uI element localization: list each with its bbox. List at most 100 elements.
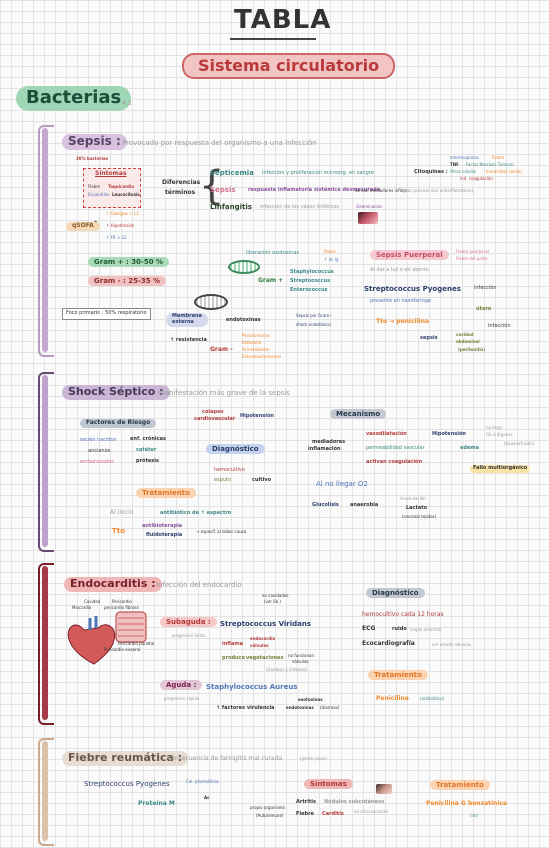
fr-cronicas: enf. crónicas	[130, 436, 166, 442]
fr-cateter: catéter	[136, 447, 157, 453]
heart-lbl-fibroso: pericardio fibroso	[104, 605, 139, 610]
endo-definition: infección del endocardio	[156, 581, 242, 589]
endo-sepsis: Sepsis por Gram -	[296, 313, 332, 318]
endo-cavidad2: (ver lib.)	[264, 599, 281, 604]
citoquinas-label: Citoquinas :	[414, 169, 448, 175]
gn-entero: Enterobacteriaceae	[242, 354, 282, 359]
puerperal-sepsis: sepsis	[420, 335, 438, 341]
subaguda-vegetaciones: vegetaciones	[246, 655, 284, 661]
fiebre-nodulos2: en articulaciones	[354, 809, 389, 814]
crit-fr: ↑ FR > 22	[106, 235, 127, 240]
fiebre-fiebre: Fiebre	[296, 811, 314, 817]
mec-hipo: Hipotensión	[432, 431, 466, 437]
exotoxinas-label: liberación exotoxinas	[246, 250, 300, 256]
fiebre-cel: Cel. plasmáticas	[186, 779, 219, 784]
endo-hemo: hemocultivo cada 12 horas	[362, 611, 444, 618]
membrana-2: externa	[172, 318, 194, 325]
page-subtitle: Sistema circulatorio	[182, 53, 396, 80]
gn-pseudomonas: Pseudomonas	[242, 333, 270, 338]
endo-title: Endocarditis :	[64, 577, 162, 592]
subaguda-valvulas: válvulas	[250, 643, 269, 648]
factores-title: Factores de Riesgo	[80, 419, 157, 428]
shock-lactato2: (necrosis tejidos)	[402, 514, 437, 519]
endo-diag-title: Diagnóstico	[366, 588, 425, 599]
endo-tto-title: Tratamiento	[368, 670, 428, 681]
shock-diag-title: Diagnóstico	[206, 444, 265, 455]
heart-lbl-cavidad: Cavidad	[84, 599, 101, 604]
fr-embarazadas: embarazadas	[80, 459, 114, 465]
fiebre-artritis: Artritis	[296, 799, 316, 805]
endo-shock: shock endotóxico	[296, 322, 331, 327]
puerperal-strep: Streptococcus Pyogenes	[364, 285, 461, 293]
aguda-endo: endotoxinas	[286, 705, 314, 710]
mec-fallo: Fallo multiorgánico	[470, 465, 531, 473]
heart-lbl-parietal: Pericardio parietal	[118, 641, 155, 646]
gram-pos-label: Gram + : 30-50 %	[88, 257, 170, 268]
sepsis-term: Sepsis	[210, 186, 236, 194]
aguda-prog: progresión rápida	[164, 696, 200, 701]
sepsis-def2: de con mediadores inflam.	[355, 188, 409, 193]
gp-strep: Streptococcus	[290, 278, 331, 284]
linfangitis-def2: diseminación	[356, 204, 383, 209]
mec-vaso: vasodilatación	[366, 431, 407, 437]
sepsis-def: respuesta inflamatoria sistémica desmesu…	[248, 187, 381, 193]
puerperal-title: Sepsis Puerperal	[370, 250, 449, 261]
colapso-2: cardiovascular	[194, 416, 236, 422]
sepsis-def3: (gran proceso lisis antiinflamatorio)	[402, 188, 474, 193]
cq-tnf: TNF	[450, 162, 459, 167]
fr-protesis: prótesis	[136, 458, 159, 464]
cq-tnf-d: Factor Necrosis Tumoral	[466, 162, 514, 167]
shock-definition: manifestación más grave de la sepsis	[158, 389, 291, 397]
puerperal-cavidad2: abdominal	[456, 339, 480, 344]
shock-bar	[42, 375, 48, 547]
shock-tto-d: → específ. al saber causa	[196, 529, 247, 534]
fiebre-penicilina: Penicilina G benzatínica	[426, 800, 507, 807]
shock-antib: antibioterapia	[142, 523, 183, 529]
fiebre-im: (im)	[470, 813, 479, 818]
shock-lactato: Lactato	[406, 505, 428, 511]
fiebre-bracket	[38, 738, 54, 846]
subaguda-strep: Streptococcus Viridans	[220, 620, 312, 628]
mecanismo-title: Mecanismo	[330, 409, 387, 420]
mec-edema: edema	[460, 445, 479, 451]
puerperal-def: Al dar a luz o en aborto	[370, 267, 429, 273]
fr-ancianos: ancianos	[88, 448, 111, 454]
heart-illustration	[64, 608, 152, 668]
qsofa-label: qSOFA	[66, 222, 100, 231]
subaguda-nofunc2: válvulas	[292, 659, 309, 664]
puerperal-tto: Tto → penicilina	[376, 318, 430, 325]
puerperal-a: Fiebre puerperal	[456, 249, 489, 254]
fiebre-photo	[376, 784, 392, 794]
shock-glucolisis: Glucolisis	[312, 502, 339, 508]
puerperal-b: Fiebre del parto	[456, 256, 488, 261]
aguda-diarrea: (diarreas)	[320, 705, 340, 710]
puerperal-cavidad: cavidad	[456, 332, 474, 337]
exo-ac: ↑ Ac Ig	[324, 257, 339, 262]
shock-title: Shock Séptico :	[62, 385, 170, 400]
title-underline	[230, 38, 316, 40]
gram-neg-label: Gram - : 25-35 %	[88, 276, 167, 287]
endo-penicilina: Penicilina	[376, 695, 409, 702]
sint-fiebre: Fiebre	[88, 184, 101, 189]
heart-lbl-miocardio: Miocardio	[72, 605, 92, 610]
fiebre-tto-title: Tratamiento	[430, 780, 490, 791]
sepsis-bracket	[38, 125, 54, 357]
shock-cultivo: cultivo	[252, 477, 272, 483]
sint-taquicardia: Taquicardia	[108, 184, 134, 189]
fiebre-ac: Ac	[204, 795, 210, 800]
sintomas-box	[83, 168, 141, 208]
sepsis-title: Sepsis :	[62, 134, 127, 150]
shock-tto-label: Tto	[112, 527, 125, 535]
subaguda-trombos: (trombos y émbolos)	[266, 667, 308, 672]
shock-tto-title: Tratamiento	[136, 488, 196, 499]
resistencia-label: ↑ resistencia	[170, 337, 207, 343]
shock-bracket	[38, 372, 54, 552]
endo-bar	[42, 566, 48, 720]
fiebre-definition2: (gente joven)	[300, 756, 327, 761]
dif-brace: {	[199, 163, 225, 209]
sepsis-definition: Provocado por respuesta del organismo a …	[122, 139, 317, 147]
subaguda-prog: progresión lenta	[172, 633, 205, 638]
shock-anaerobia: anaerobia	[350, 502, 379, 508]
septicemia-term: Septicemia	[210, 169, 254, 177]
linfangitis-def: infección de los vasos linfáticos	[260, 204, 339, 210]
